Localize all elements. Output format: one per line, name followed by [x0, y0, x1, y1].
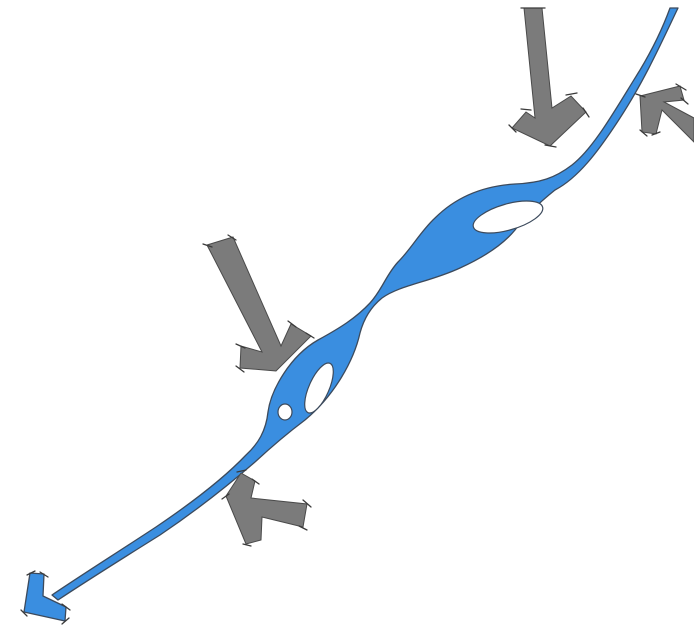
island-small — [278, 404, 292, 420]
